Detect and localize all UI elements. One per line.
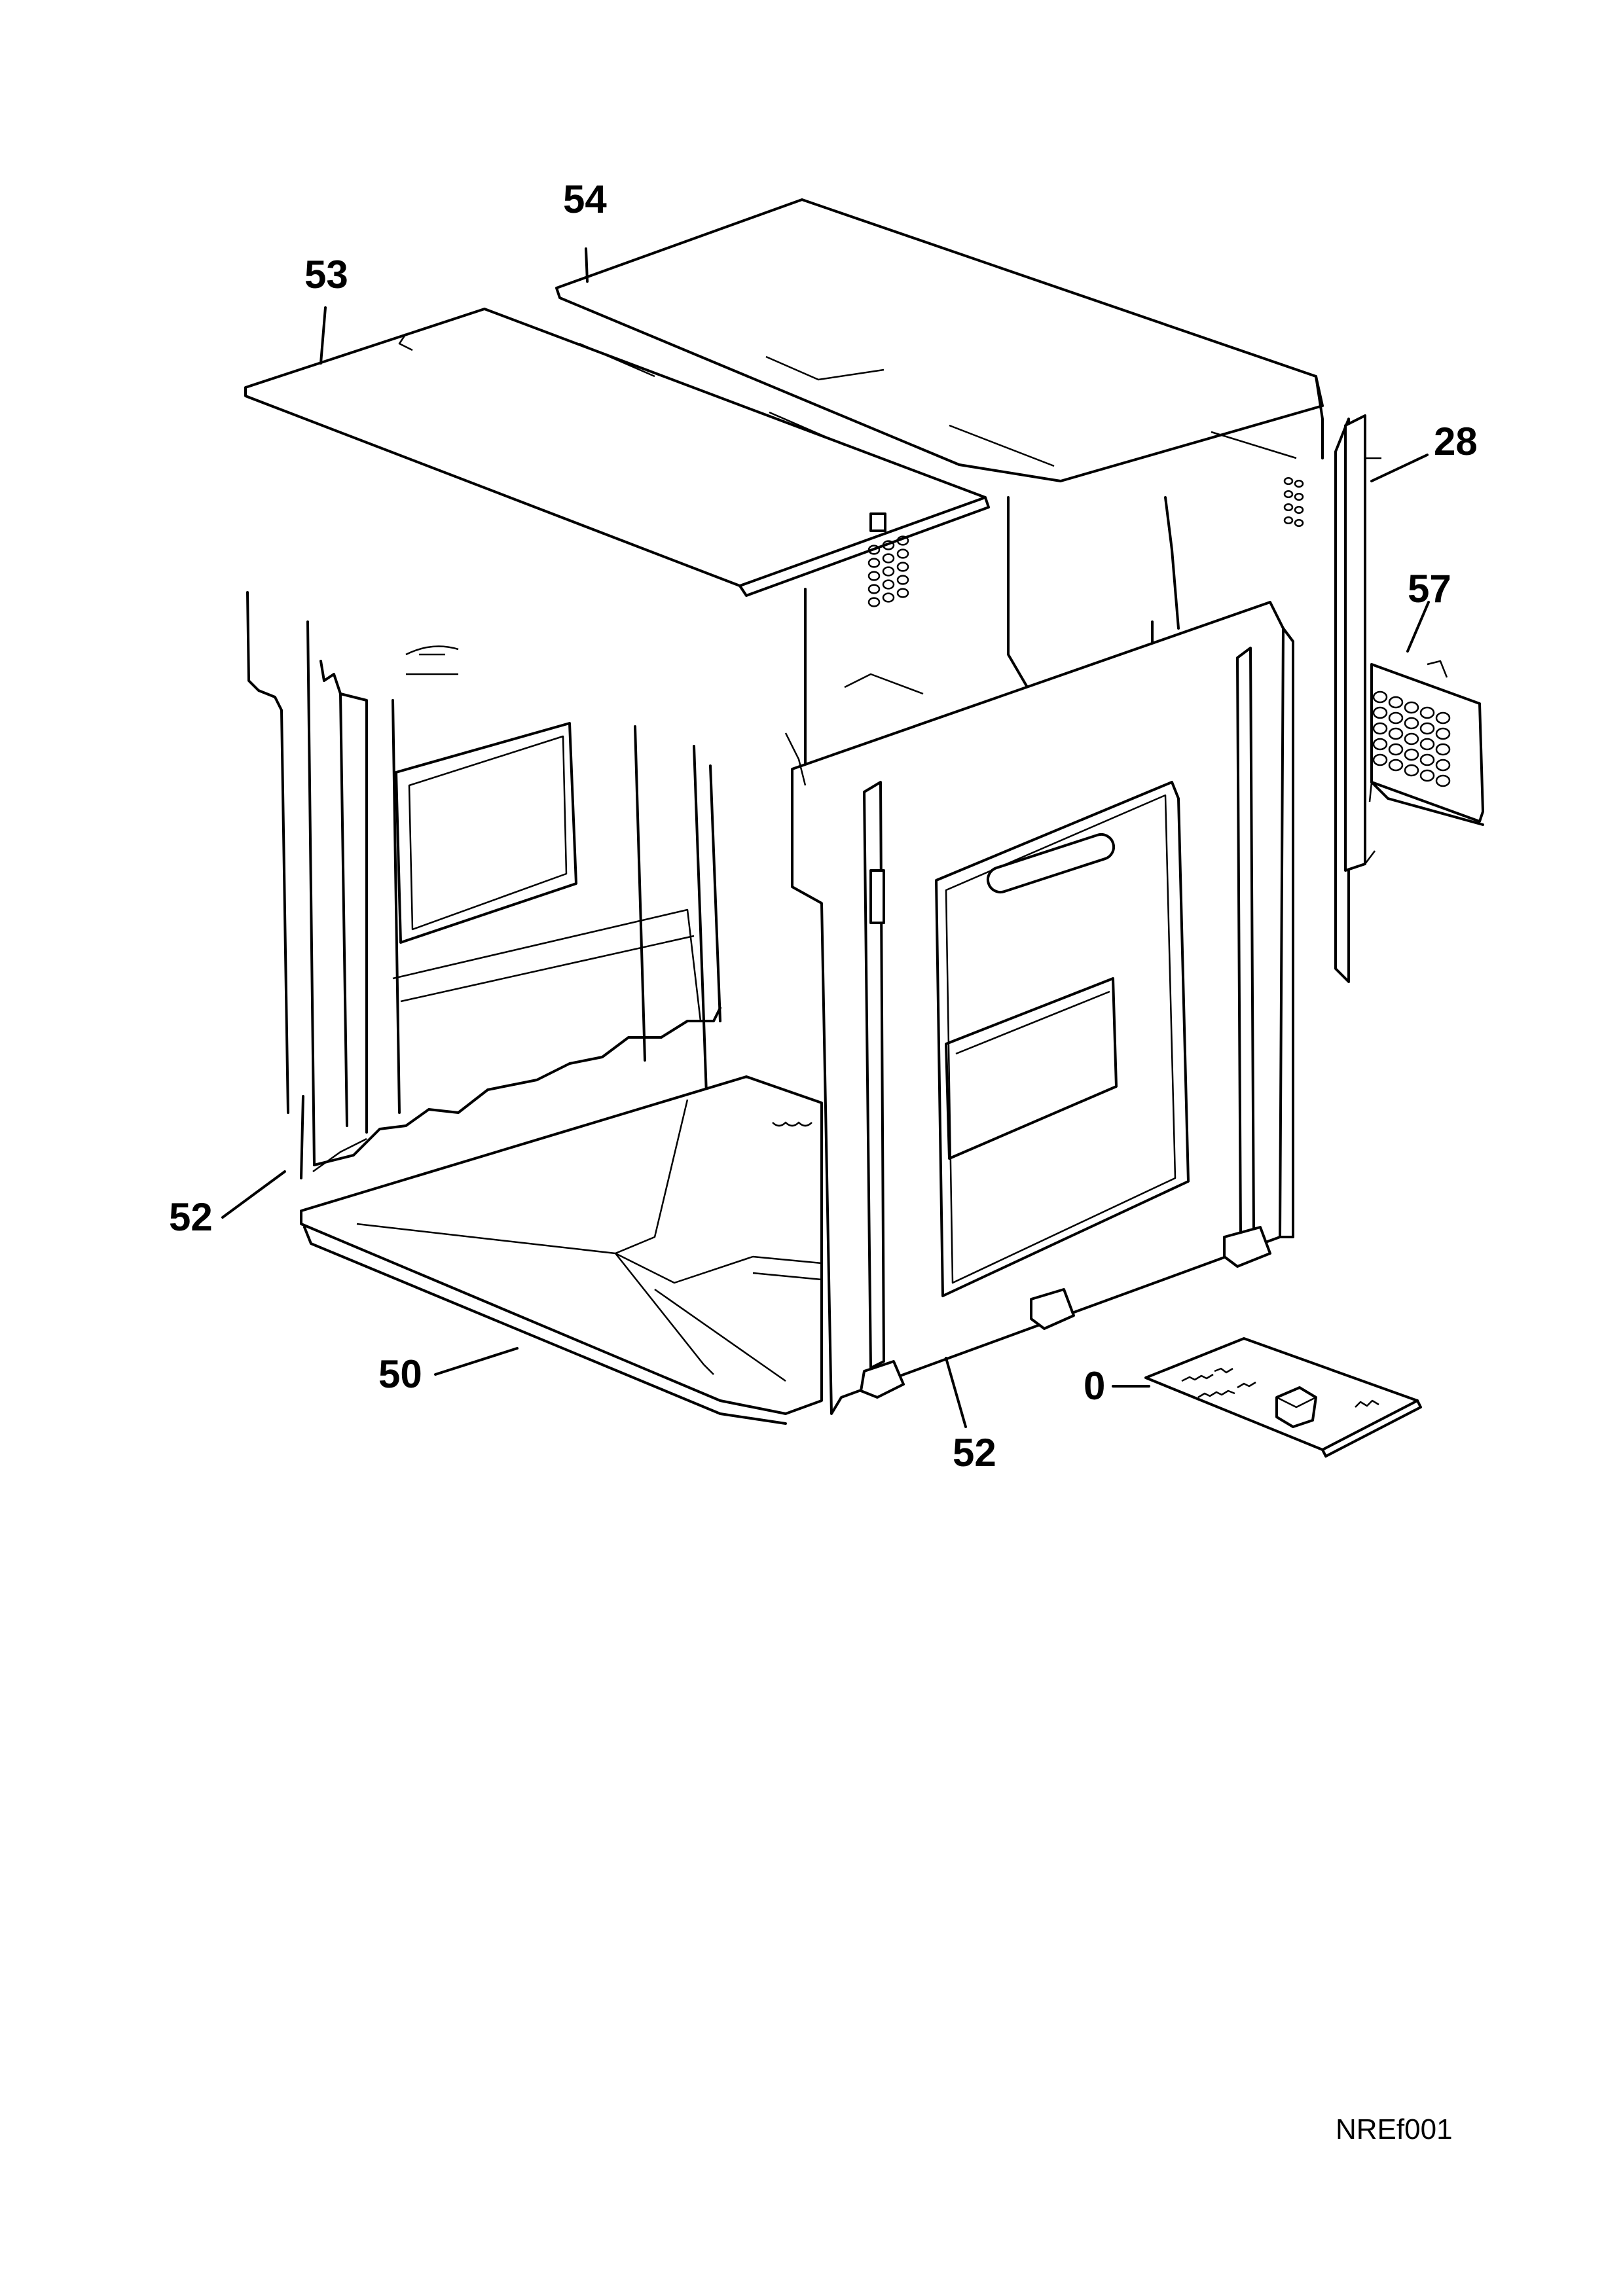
rear-wall-vent-hole <box>896 588 909 598</box>
bracket-vent-hole <box>1372 753 1388 766</box>
rear-wall-vent-hole <box>867 584 881 594</box>
rear-vent-hole <box>1294 518 1304 528</box>
bracket-vent-hole <box>1419 722 1435 735</box>
rear-wall-vent-hole <box>882 592 895 603</box>
bracket-vent-hole <box>1404 701 1419 714</box>
rear-wall-vent-hole <box>896 548 909 559</box>
base-tray <box>300 1075 823 1425</box>
side-panel-right <box>784 601 1294 1415</box>
bracket-vent-hole <box>1435 774 1451 787</box>
callouts: 54 53 28 57 52 50 52 0 <box>169 177 1478 1475</box>
callout-54: 54 <box>563 177 607 221</box>
callout-50: 50 <box>378 1352 422 1396</box>
callout-53: 53 <box>304 253 348 296</box>
rear-wall-vent-hole <box>867 558 881 568</box>
bracket-vent-hole <box>1388 696 1404 709</box>
bracket-vent-hole <box>1372 691 1388 704</box>
vent-bracket <box>1368 660 1484 826</box>
top-panel <box>244 308 990 597</box>
bracket-vent-hole <box>1388 711 1404 725</box>
rear-wall-vent-hole <box>882 579 895 590</box>
bracket-vent-hole <box>1404 717 1419 730</box>
bracket-vent-hole <box>1435 759 1451 772</box>
bracket-vent-hole <box>1372 722 1388 735</box>
rear-vent-hole <box>1294 492 1304 501</box>
rear-panel <box>1283 414 1381 983</box>
bracket-vent-hole <box>1435 711 1451 725</box>
bracket-vent-hole <box>1404 748 1419 761</box>
bracket-vent-hole <box>1419 706 1435 719</box>
rear-vent-hole <box>1294 505 1304 514</box>
bracket-vent-hole <box>1419 769 1435 782</box>
bracket-vent-hole <box>1372 706 1388 719</box>
callout-28: 28 <box>1434 420 1478 463</box>
bracket-vent-hole <box>1388 727 1404 740</box>
callout-57: 57 <box>1408 567 1451 611</box>
bracket-vent-hole <box>1435 743 1451 756</box>
rear-vent-hole <box>1283 476 1294 486</box>
side-panel-left <box>246 591 721 1179</box>
rear-wall-vent-hole <box>882 553 895 564</box>
bracket-vent-hole <box>1419 753 1435 766</box>
leader-lines <box>221 247 1430 1428</box>
rear-wall-vent-hole <box>882 566 895 577</box>
rear-vent-hole <box>1294 479 1304 488</box>
rear-wall-vent-hole <box>867 597 881 607</box>
callout-52-right: 52 <box>953 1431 996 1475</box>
bracket-vent-hole <box>1404 764 1419 777</box>
bracket-vent-hole <box>1435 727 1451 740</box>
bracket-vent-hole <box>1388 743 1404 756</box>
rear-vent-hole <box>1283 516 1294 525</box>
rear-wall-vent-hole <box>896 575 909 585</box>
manual <box>1144 1337 1422 1458</box>
rear-vent-hole <box>1283 503 1294 512</box>
bracket-vent-hole <box>1372 738 1388 751</box>
callout-0: 0 <box>1084 1364 1105 1408</box>
drawing-code: NREf001 <box>1336 2113 1453 2145</box>
bracket-vent-hole <box>1404 732 1419 745</box>
rear-wall-vent-hole <box>867 571 881 581</box>
bracket-vent-hole <box>1388 759 1404 772</box>
rear-vent-hole <box>1283 490 1294 499</box>
callout-52-left: 52 <box>169 1195 213 1239</box>
bracket-vent-hole <box>1419 738 1435 751</box>
rear-wall-vent-hole <box>896 562 909 572</box>
top-cover <box>555 198 1324 482</box>
